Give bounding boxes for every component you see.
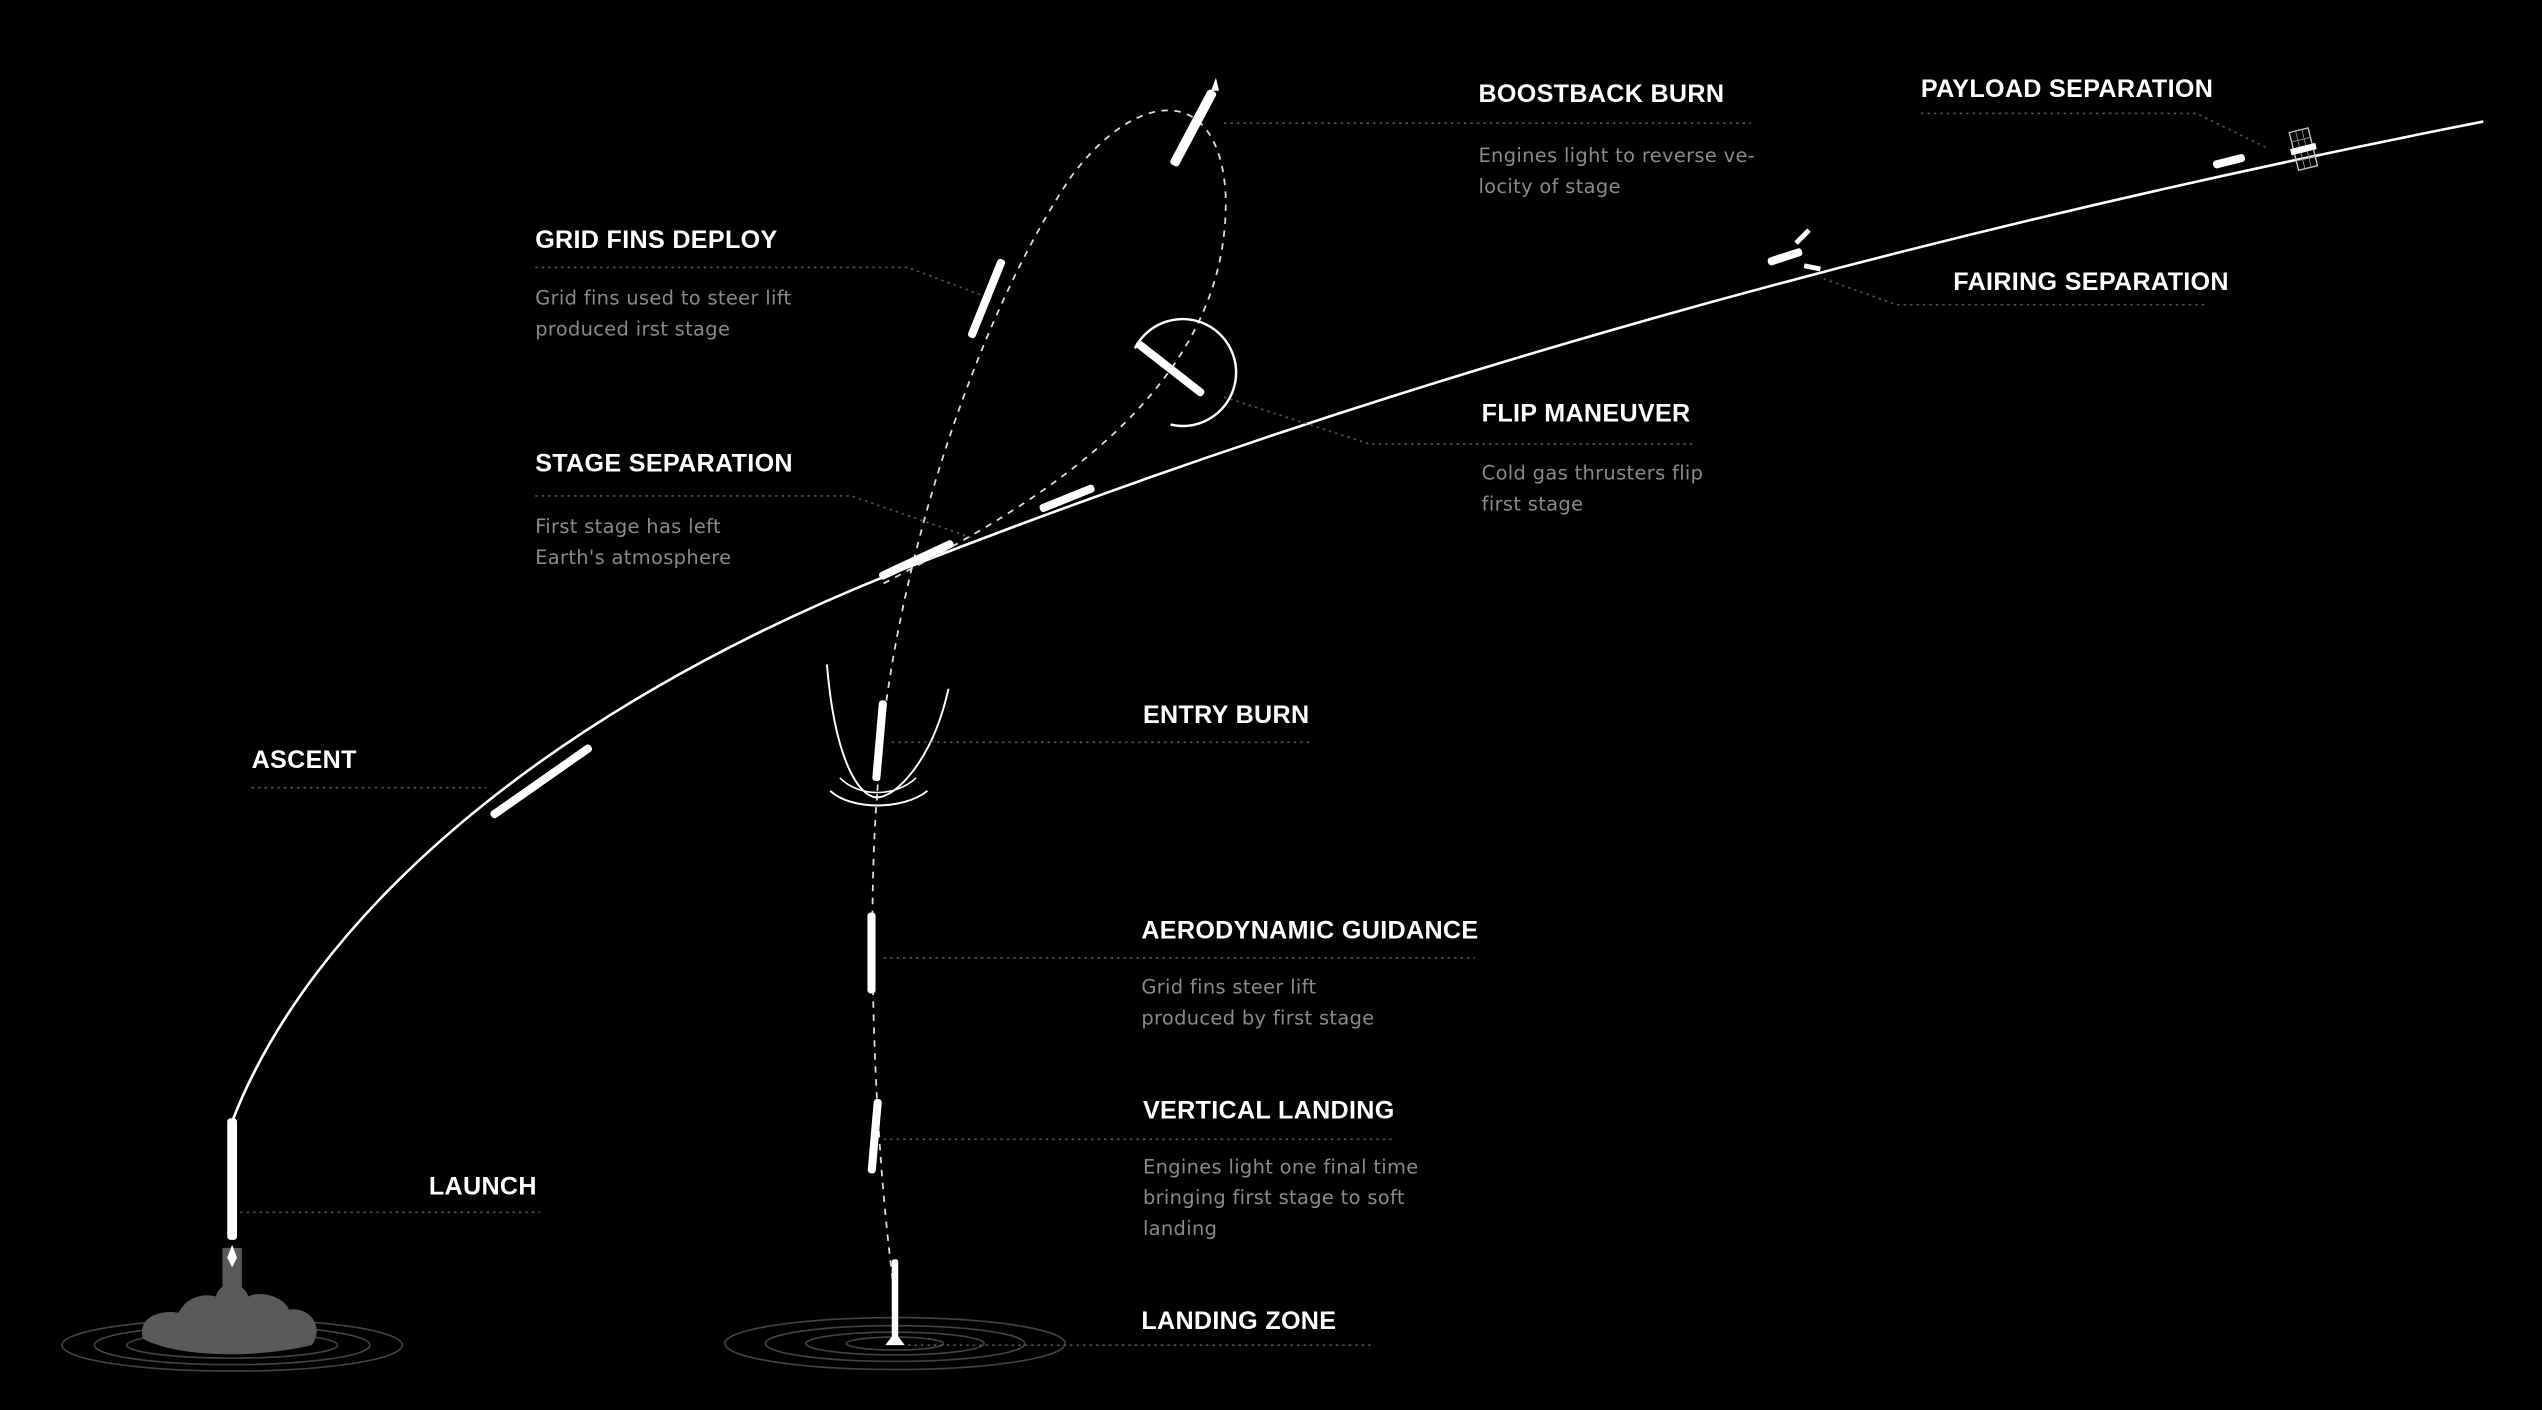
landing-zone-title: LANDING ZONE [1141, 1307, 1336, 1335]
vertical-landing-title: VERTICAL LANDING [1143, 1096, 1395, 1124]
stage-separation-title: STAGE SEPARATION [535, 450, 793, 478]
first-stage-separation-icon [879, 540, 954, 580]
grid-fins-title: GRID FINS DEPLOY [535, 226, 777, 254]
boostback-title: BOOSTBACK BURN [1478, 80, 1724, 108]
aero-guidance-title: AERODYNAMIC GUIDANCE [1141, 916, 1478, 944]
grid-fins-desc-1: Grid fins used to steer lift [535, 287, 791, 310]
launch-title: LAUNCH [429, 1172, 537, 1200]
vertical-landing-desc-2: bringing first stage to soft [1143, 1186, 1405, 1209]
landed-stage-icon [885, 1259, 905, 1346]
stage-separation-leader [535, 495, 974, 539]
rocket-ascent-icon [490, 744, 593, 819]
payload-separation-leader [1920, 112, 2270, 150]
boostback-desc-1: Engines light to reverse ve- [1478, 144, 1755, 167]
stage-separation-desc-1: First stage has left [535, 515, 721, 538]
vertical-landing-desc-3: landing [1143, 1217, 1217, 1240]
aero-guidance-stage-icon [867, 912, 876, 994]
descent-trajectory [871, 794, 896, 1297]
satellite-icon [2288, 127, 2319, 172]
fairing-stage-icon [1767, 248, 1803, 266]
flip-maneuver-title: FLIP MANEUVER [1482, 399, 1691, 427]
flip-maneuver-desc-1: Cold gas thrusters flip [1482, 462, 1704, 485]
boostback-stage-icon [1170, 89, 1217, 167]
payload-stage-icon [2213, 154, 2246, 169]
launch-pad [61, 1247, 404, 1372]
fairing-separation-title: FAIRING SEPARATION [1953, 268, 2229, 296]
entry-burn-icon [825, 664, 950, 807]
entry-burn-title: ENTRY BURN [1143, 701, 1309, 729]
return-trajectory [876, 109, 1227, 795]
boostback-desc-2: locity of stage [1478, 175, 1620, 198]
payload-separation-title: PAYLOAD SEPARATION [1921, 75, 2213, 103]
second-stage-icon [1039, 484, 1095, 513]
vertical-landing-desc-1: Engines light one final time [1143, 1155, 1419, 1178]
exhaust-cloud-icon [141, 1284, 317, 1355]
ascent-title: ASCENT [252, 746, 358, 774]
flip-maneuver-desc-2: first stage [1482, 493, 1584, 516]
rocket-launch-icon [227, 1118, 237, 1268]
grid-fins-stage-icon [967, 258, 1006, 339]
vertical-landing-stage-icon [867, 1098, 882, 1174]
flip-maneuver-icon [1133, 317, 1238, 428]
ascent-trajectory [230, 120, 2484, 1122]
grid-fins-leader [535, 266, 982, 296]
aero-guidance-desc-2: produced by first stage [1141, 1006, 1374, 1029]
aero-guidance-desc-1: Grid fins steer lift [1141, 975, 1316, 998]
grid-fins-desc-2: produced irst stage [535, 317, 730, 340]
stage-separation-desc-2: Earth's atmosphere [535, 546, 731, 569]
